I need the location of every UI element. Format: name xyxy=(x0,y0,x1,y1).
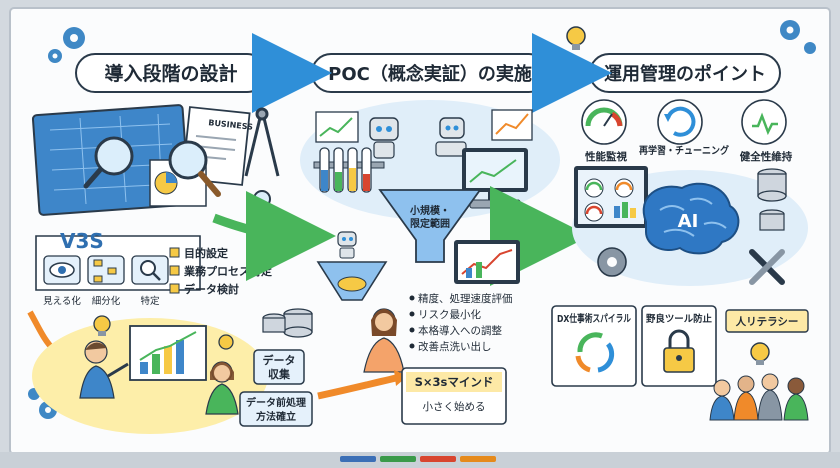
marker-green xyxy=(380,456,416,462)
presentation-scene xyxy=(32,315,268,434)
lock-icon xyxy=(663,329,695,373)
marker-orange xyxy=(460,456,496,462)
ai-area: AI xyxy=(572,166,808,286)
eye-icon xyxy=(49,262,75,278)
literacy-tag: 人リテラシー xyxy=(725,309,809,333)
header-stage1: 導入段階の設計 xyxy=(75,53,267,93)
magnifier-icon xyxy=(83,136,134,189)
cycle-icon xyxy=(575,332,615,373)
brain-icon: AI xyxy=(642,182,740,255)
bullet-4: 改善点洗い出し xyxy=(418,340,492,353)
dx-box-label: DX仕事術スパイラル xyxy=(557,312,631,325)
funnel-label-1: 小規模・ xyxy=(409,204,450,217)
tool-prevention-box: 野良ツール防止 xyxy=(641,305,717,387)
ai-label: AI xyxy=(678,211,699,232)
funnel-label-2: 限定範囲 xyxy=(410,217,450,230)
funnel-icon xyxy=(316,261,388,301)
data-collect-tag: データ 収集 xyxy=(253,349,305,385)
metric-label-1: 性能監視 xyxy=(585,150,627,163)
metric-performance: 性能監視 xyxy=(581,99,627,163)
lightbulb-icon xyxy=(566,26,586,50)
test-tubes-icon xyxy=(313,147,385,193)
v3s-item-3: 特定 xyxy=(140,295,160,307)
woman-person xyxy=(205,361,239,415)
tool-box-label: 野良ツール防止 xyxy=(646,313,712,325)
v3s-item-2: 細分化 xyxy=(92,295,121,307)
wrench-icon xyxy=(749,249,785,285)
stage3-title: 運用管理のポイント xyxy=(604,63,766,85)
gear-icon xyxy=(597,247,627,277)
stage1-title: 導入段階の設計 xyxy=(104,62,237,85)
literacy-label: 人リテラシー xyxy=(736,315,799,328)
database-icon xyxy=(757,168,787,231)
bar-chart-icon xyxy=(139,331,197,374)
checklist-item-1: 目的設定 xyxy=(184,246,228,260)
checklist-item-3: データ検討 xyxy=(184,282,239,296)
funnel-icon: 小規模・ 限定範囲 xyxy=(378,189,482,263)
flowchart-icon xyxy=(93,259,117,283)
dashboard-monitor xyxy=(574,166,648,228)
v3s-title: V3S xyxy=(60,229,104,253)
method-tag-line1: データ前処理 xyxy=(246,396,306,409)
v3s-item-1: 見える化 xyxy=(43,295,81,307)
method-tag: データ前処理 方法確立 xyxy=(239,391,313,427)
lightbulb-icon xyxy=(93,315,111,336)
lightbulb-icon xyxy=(218,334,234,350)
data-tag-line1: データ xyxy=(263,353,296,367)
database-icon xyxy=(262,308,313,338)
metric-label-3: 健全性維持 xyxy=(740,150,793,163)
compass-icon xyxy=(244,107,280,177)
robot-icon xyxy=(337,231,357,259)
stage2-title: POC（概念実証）の実施 xyxy=(328,63,532,85)
dx-spiral-box: DX仕事術スパイラル xyxy=(551,305,637,387)
v3s-panel: V3S 見える化 細分化 特定 xyxy=(35,229,201,307)
data-tag-line2: 収集 xyxy=(268,367,291,381)
header-stage2: POC（概念実証）の実施 xyxy=(311,53,549,93)
mindset-sub: 小さく始める xyxy=(423,400,486,413)
bullet-2: リスク最小化 xyxy=(418,308,481,321)
arrow-green-1 xyxy=(212,190,336,281)
lab-scene xyxy=(300,100,560,220)
thinking-woman xyxy=(363,308,405,373)
monitor-icon xyxy=(454,240,520,284)
mindset-box: S×3sマインド 小さく始める xyxy=(401,367,507,425)
team-people xyxy=(709,373,809,421)
header-stage3: 運用管理のポイント xyxy=(589,53,781,93)
method-tag-line2: 方法確立 xyxy=(256,410,296,423)
presenter-person xyxy=(79,340,129,399)
metric-retraining: 再学習・チューニング xyxy=(639,99,729,157)
gear-icon xyxy=(48,27,85,63)
lightbulb-icon xyxy=(750,342,770,365)
bullet-3: 本格導入への調整 xyxy=(418,324,502,337)
robot-icon xyxy=(369,117,399,159)
magnifier-icon xyxy=(140,260,161,281)
magnifier-icon xyxy=(168,140,221,197)
mindset-title: S×3sマインド xyxy=(415,375,494,389)
poc-bullets: 精度、処理速度評価 リスク最小化 本格導入への調整 改善点洗い出し xyxy=(409,292,513,353)
marker-blue xyxy=(340,456,376,462)
arrow-orange-2 xyxy=(317,374,397,400)
metric-label-2: 再学習・チューニング xyxy=(639,144,729,157)
gear-icon xyxy=(780,20,816,54)
marker-red xyxy=(420,456,456,462)
metric-health: 健全性維持 xyxy=(740,99,793,163)
checklist-item-2: 業務プロセス特定 xyxy=(183,264,272,278)
bullet-1: 精度、処理速度評価 xyxy=(418,292,513,305)
